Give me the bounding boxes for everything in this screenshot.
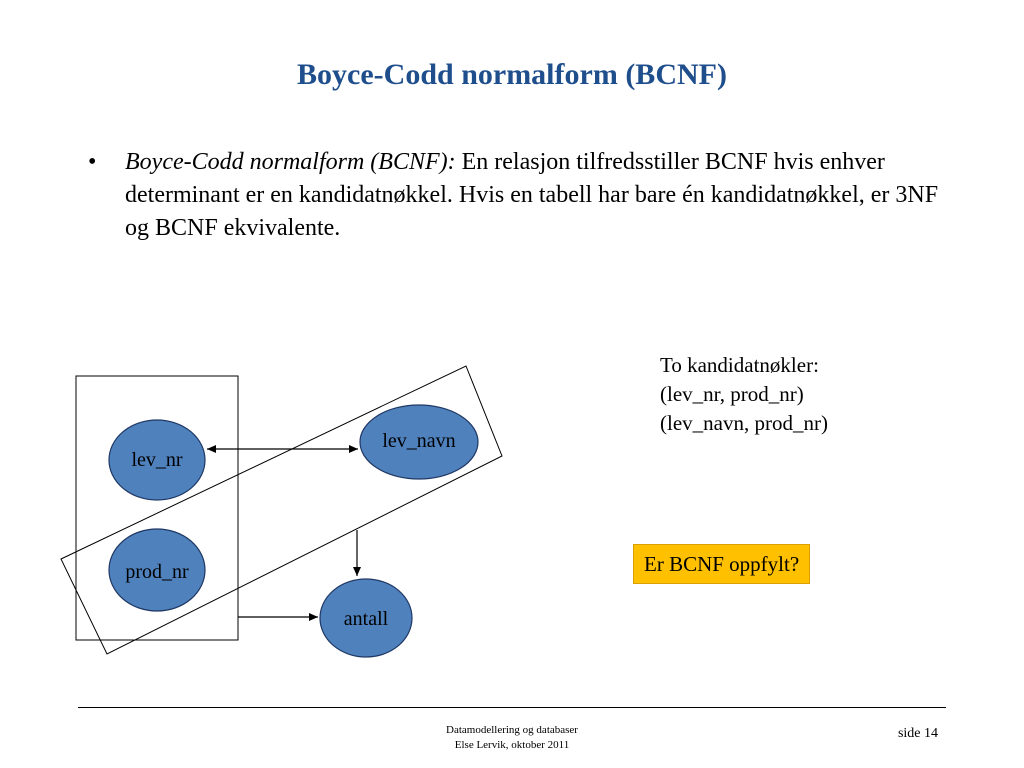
question-box: Er BCNF oppfylt? [633,544,811,584]
candidate-key-2: (lev_navn, prod_nr) [660,411,828,435]
node-lev-nr [108,419,206,501]
footer-author: Else Lervik, oktober 2011 [454,739,570,751]
footer-info: Datamodellering og databaser Else Lervik… [0,723,1024,753]
node-label-lev-nr: lev_nr [131,449,183,471]
bullet-term: Boyce-Codd normalform (BCNF): [125,149,456,175]
node-label-lev-navn: lev_navn [382,430,456,452]
key-group-rect [75,375,239,641]
node-antall [319,578,413,658]
bullet-icon: • [88,149,97,175]
bullet-paragraph: • Boyce-Codd normalform (BCNF): En relas… [88,146,958,245]
bullet-definition: En relasjon tilfredsstiller BCNF hvis en… [125,149,939,241]
node-label-prod-nr: prod_nr [125,561,189,583]
candidate-keys: To kandidatnøkler: (lev_nr, prod_nr) (le… [660,351,828,438]
key-group-rotated-rect [60,365,503,655]
node-lev-navn [359,404,479,480]
candidate-key-1: (lev_nr, prod_nr) [660,382,804,406]
node-label-antall: antall [343,608,389,630]
slide-title: Boyce-Codd normalform (BCNF) [297,58,727,91]
node-prod-nr [108,528,206,612]
page-number: side 14 [897,726,938,741]
bullet-text: Boyce-Codd normalform (BCNF): En relasjo… [125,146,958,245]
candidate-keys-heading: To kandidatnøkler: [660,353,819,377]
footer-divider [78,707,946,708]
footer-course: Datamodellering og databaser [446,724,578,736]
